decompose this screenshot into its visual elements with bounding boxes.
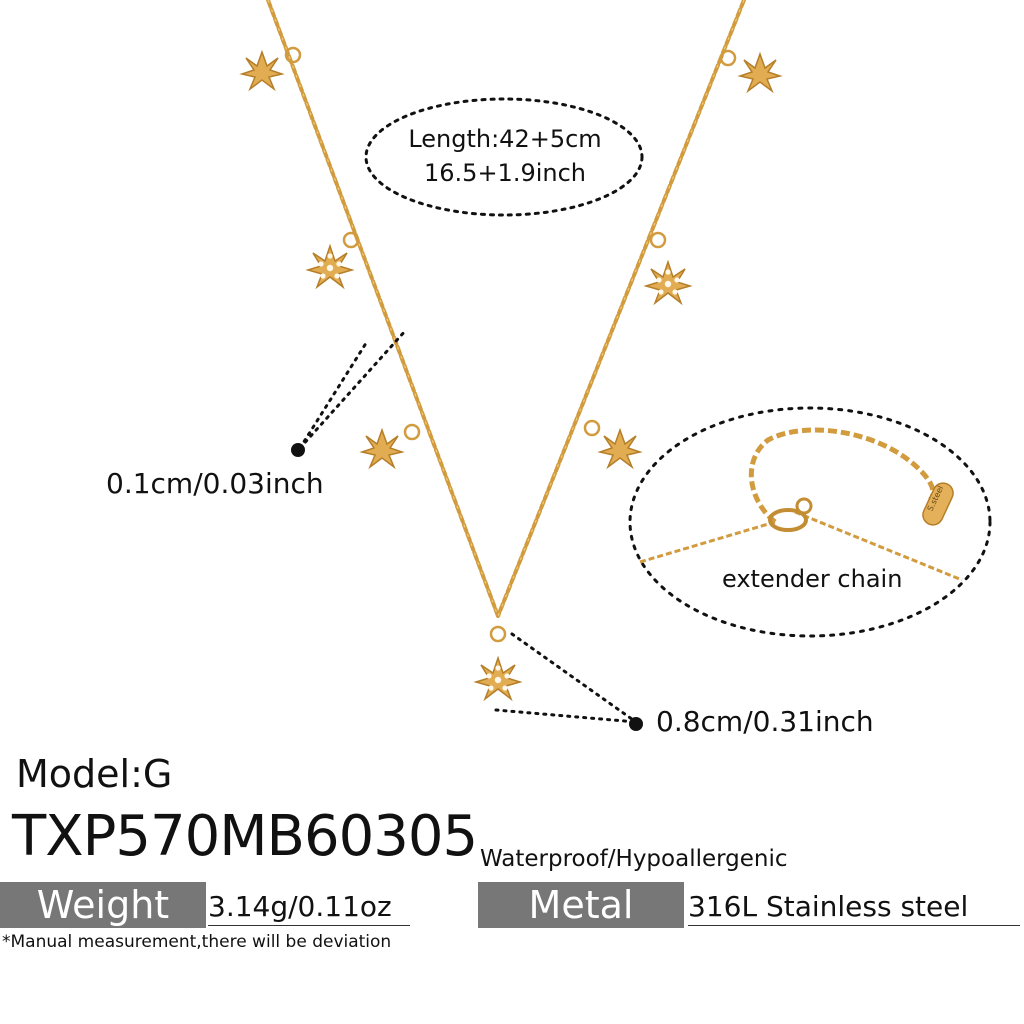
- pendant-callout: [494, 632, 638, 724]
- star-charm-icon: [739, 53, 781, 92]
- star-charm-icon: [599, 429, 641, 468]
- model-label: Model:G: [16, 752, 173, 796]
- star-charm-icon: [361, 429, 403, 468]
- metal-value: 316L Stainless steel: [688, 890, 1020, 926]
- thickness-callout: [298, 328, 408, 450]
- pendant-size-text: 0.8cm/0.31inch: [656, 705, 874, 738]
- length-callout-ellipse: [364, 97, 644, 217]
- metal-label: Metal: [478, 882, 684, 928]
- length-cm-text: Length:42+5cm: [408, 125, 602, 153]
- length-inch-text: 16.5+1.9inch: [424, 159, 586, 187]
- extender-callout-ellipse: [628, 406, 992, 638]
- star-charm-icon: [241, 51, 283, 90]
- measurement-note: *Manual measurement,there will be deviat…: [2, 932, 392, 952]
- features-text: Waterproof/Hypoallergenic: [480, 846, 788, 872]
- sku-code: TXP570MB60305: [12, 804, 478, 869]
- center-pendant-icon: [475, 657, 521, 700]
- weight-label: Weight: [0, 882, 206, 928]
- chain-thickness-text: 0.1cm/0.03inch: [106, 467, 324, 500]
- weight-value: 3.14g/0.11oz: [208, 890, 410, 926]
- extender-chain-label: extender chain: [722, 565, 903, 593]
- necklace-chain: [266, 0, 746, 618]
- extender-chain-detail: [639, 427, 963, 582]
- star-charm-pave-icon: [645, 261, 691, 304]
- star-charm-pave-icon: [307, 245, 353, 288]
